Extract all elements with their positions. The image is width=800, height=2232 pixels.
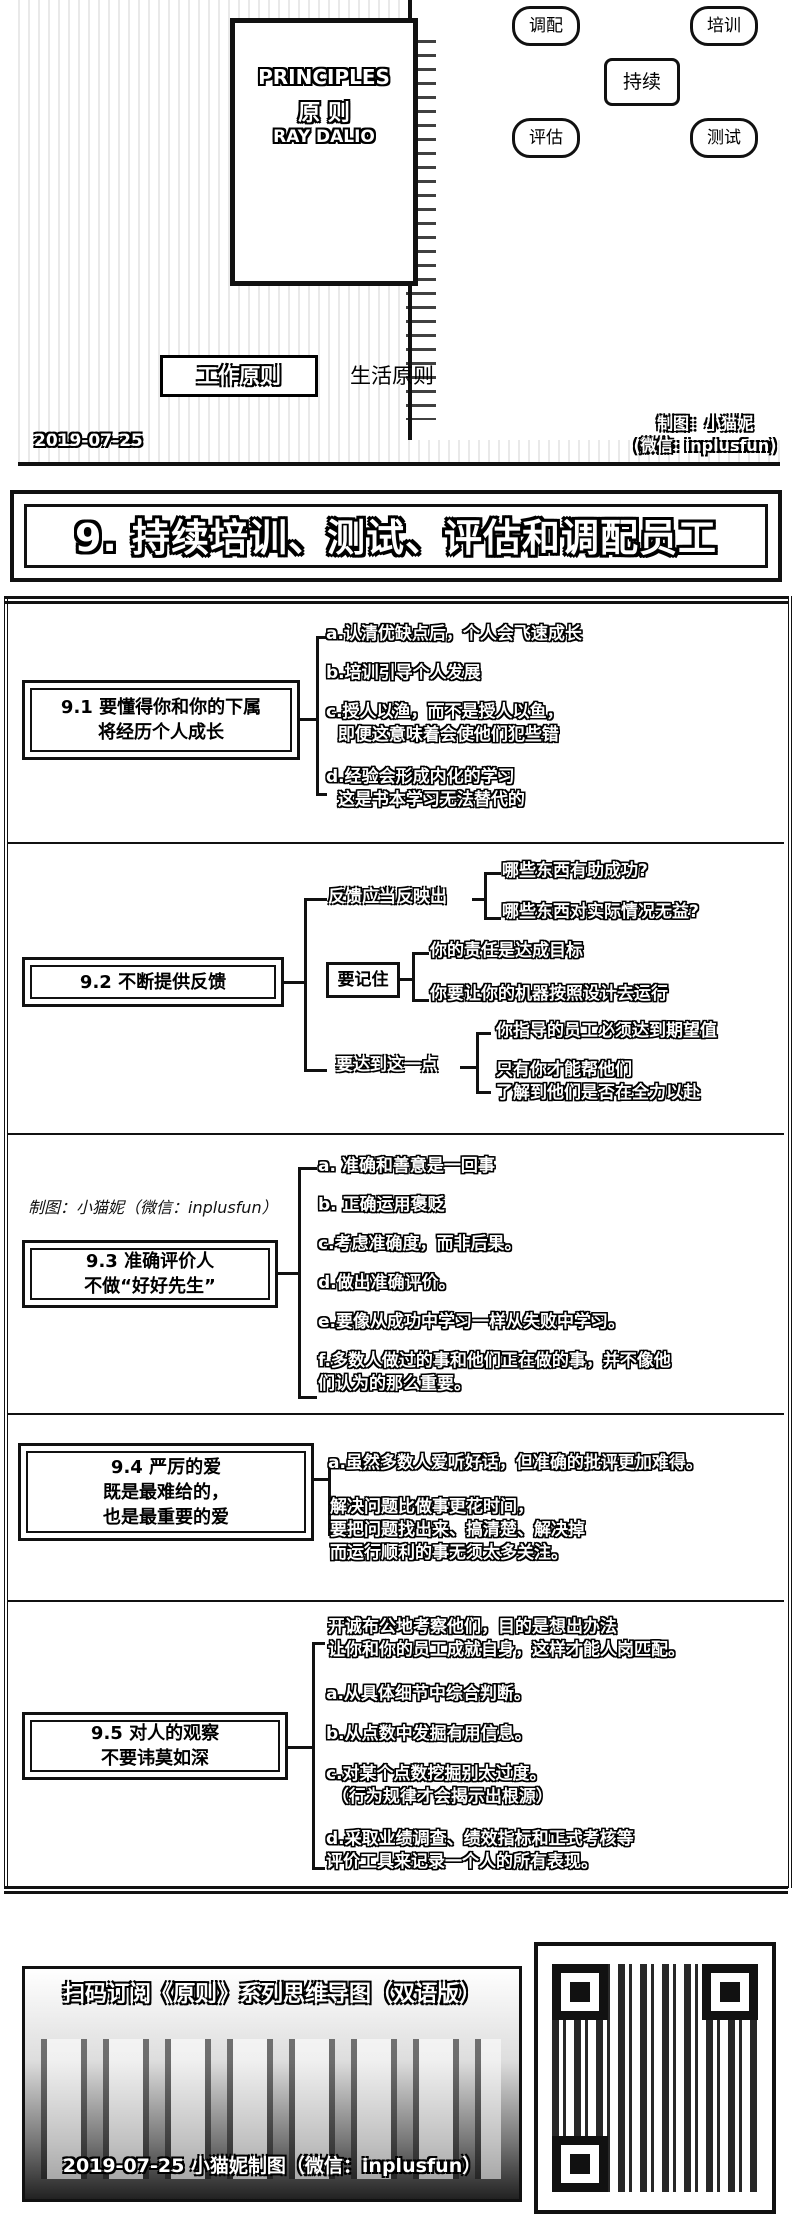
bracket-9-3 xyxy=(298,1167,317,1399)
bracket-feedback xyxy=(484,872,501,920)
footer-banner xyxy=(22,1966,522,2202)
tab-work-principles: 工作原则 xyxy=(160,355,318,397)
leaf-9-1-b: b.培训引导个人发展 xyxy=(326,663,481,683)
section-title-inner: 9. 持续培训、测试、评估和调配员工 xyxy=(24,504,768,568)
group-9-2-feedback: 反馈应当反映出 xyxy=(328,887,447,907)
leaf-9-3-a: a. 准确和善意是一回事 xyxy=(318,1156,495,1176)
leaf-9-2-achieve-1: 你指导的员工必须达到期望值 xyxy=(496,1021,717,1041)
bracket-9-1 xyxy=(316,636,327,796)
leaf-9-1-c: c.授人以渔，而不是授人以鱼， 即便这意味着会使他们犯些错 xyxy=(326,702,564,745)
notebook xyxy=(408,0,784,440)
bracket-remember xyxy=(412,952,429,1002)
map-bottom-bar xyxy=(4,1886,788,1894)
bracket-9-4 xyxy=(328,1464,337,1536)
leaf-9-5-a: a.从具体细节中综合判断。 xyxy=(326,1684,531,1704)
leaf-9-4-b: 解决问题比做事更花时间， 要把问题找出来、搞清楚、解决掉 而运行顺利的事无须太多… xyxy=(330,1497,585,1563)
group-9-2-remember: 要记住 xyxy=(337,969,389,990)
connector xyxy=(314,1478,328,1481)
leaf-9-5-c: c.对某个点数挖掘别太过度。 （行为规律才会揭示出根源） xyxy=(326,1764,553,1807)
leaf-9-3-f: f.多数人做过的事和他们正在做的事，并不像他 们认为的那么重要。 xyxy=(318,1351,671,1394)
leaf-9-3-d: d.做出准确评价。 xyxy=(318,1273,456,1293)
leaf-9-5-b: b.从点数中发掘有用信息。 xyxy=(326,1724,532,1744)
qr-finder xyxy=(552,2136,608,2192)
connector xyxy=(400,978,412,981)
node-9-1: 9.1 要懂得你和你的下属 将经历个人成长 xyxy=(22,680,300,760)
side-credit: 制图：小猫妮（微信：inplusfun） xyxy=(28,1198,278,1217)
bracket-achieve xyxy=(476,1032,491,1094)
leaf-9-1-d: d.经验会形成内化的学习 这是书本学习无法替代的 xyxy=(326,767,525,810)
leaf-9-2-achieve-2: 只有你才能帮他们 了解到他们是否在全力以赴 xyxy=(496,1060,700,1103)
node-9-3-label: 9.3 准确评价人 不做“好好先生” xyxy=(84,1251,216,1297)
section-title-frame: 9. 持续培训、测试、评估和调配员工 xyxy=(10,490,782,582)
connector xyxy=(278,1272,298,1275)
bracket-9-5 xyxy=(312,1642,325,1870)
node-9-4-label: 9.4 严厉的爱 既是最难给的， 也是最重要的爱 xyxy=(103,1456,229,1528)
node-9-2-label: 9.2 不断提供反馈 xyxy=(79,971,227,993)
book-title-en: PRINCIPLES xyxy=(258,65,390,89)
cycle-item-evaluate: 评估 xyxy=(512,118,580,158)
cycle-item-adjust: 调配 xyxy=(512,6,580,46)
section-separator xyxy=(8,1133,784,1135)
section-title: 9. 持续培训、测试、评估和调配员工 xyxy=(74,516,718,560)
book-cover: PRINCIPLES 原 则 RAY DALIO xyxy=(230,18,418,286)
leaf-9-3-b: b. 正确运用褒贬 xyxy=(318,1195,445,1215)
leaf-9-2-remember-1: 你的责任是达成目标 xyxy=(430,941,583,961)
cycle-center: 持续 xyxy=(604,58,680,106)
qr-finder xyxy=(702,1964,758,2020)
hero-date: 2019-07-25 xyxy=(34,431,143,451)
group-9-2-achieve: 要达到这一点 xyxy=(336,1055,438,1075)
qr-finder xyxy=(552,1964,608,2020)
leaf-9-3-c: c.考虑准确度，而非后果。 xyxy=(318,1234,522,1254)
node-9-4: 9.4 严厉的爱 既是最难给的， 也是最重要的爱 xyxy=(18,1443,314,1541)
leaf-9-5-d: d.采取业绩调查、绩效指标和正式考核等 评价工具来记录一个人的所有表现。 xyxy=(326,1829,634,1872)
connector xyxy=(288,1746,312,1749)
mindmap-frame xyxy=(4,596,792,1888)
hero-credit-line1: 制图：小猫妮 xyxy=(656,414,753,433)
map-top-bar xyxy=(4,596,788,604)
connector xyxy=(300,718,316,721)
book-author: RAY DALIO xyxy=(273,127,375,147)
hero-credit: 制图：小猫妮 (微信: inplusfun) xyxy=(630,413,780,457)
node-9-5: 9.5 对人的观察 不要讳莫如深 xyxy=(22,1712,288,1780)
leaf-9-1-a: a.认清优缺点后，个人会飞速成长 xyxy=(326,624,582,644)
node-9-5-label: 9.5 对人的观察 不要讳莫如深 xyxy=(90,1723,220,1769)
group-9-2-remember-box: 要记住 xyxy=(326,962,400,998)
connector xyxy=(284,981,304,984)
leaf-9-2-feedback-1: 哪些东西有助成功? xyxy=(502,861,648,881)
hero-credit-line2: (微信: inplusfun) xyxy=(633,436,777,455)
section-separator xyxy=(8,1413,784,1415)
leaf-9-3-e: e.要像从成功中学习一样从失败中学习。 xyxy=(318,1312,625,1332)
qr-code[interactable] xyxy=(534,1942,776,2214)
book-title-cn: 原 则 xyxy=(298,101,350,126)
footer-caption: 扫码订阅《原则》系列思维导图（双语版） xyxy=(62,1982,481,2007)
cycle-item-train: 培训 xyxy=(690,6,758,46)
banner-door-graphic xyxy=(41,2039,501,2179)
node-9-1-label: 9.1 要懂得你和你的下属 将经历个人成长 xyxy=(60,697,262,743)
leaf-9-2-remember-2: 你要让你的机器按照设计去运行 xyxy=(430,984,668,1004)
hero-image: PRINCIPLES 原 则 RAY DALIO 调配 培训 持续 评估 测试 … xyxy=(0,0,800,470)
tab-life-principles: 生活原则 xyxy=(350,364,434,388)
footer-date-credit: 2019-07-25 小猫妮制图（微信：inplusfun） xyxy=(62,2155,482,2177)
cycle-item-test: 测试 xyxy=(690,118,758,158)
leaf-9-2-feedback-2: 哪些东西对实际情况无益? xyxy=(502,902,699,922)
section-separator xyxy=(8,842,784,844)
connector xyxy=(472,898,484,901)
leaf-9-4-a: a.虽然多数人爱听好话，但准确的批评更加难得。 xyxy=(328,1453,703,1473)
section-separator xyxy=(8,1600,784,1602)
node-9-2: 9.2 不断提供反馈 xyxy=(22,957,284,1007)
bracket-9-2 xyxy=(304,898,327,1072)
node-9-3: 9.3 准确评价人 不做“好好先生” xyxy=(22,1240,278,1308)
leaf-9-5-intro: 开诚布公地考察他们，目的是想出办法 让你和你的员工成就自身，这样才能人岗匹配。 xyxy=(328,1617,685,1660)
connector xyxy=(460,1066,476,1069)
